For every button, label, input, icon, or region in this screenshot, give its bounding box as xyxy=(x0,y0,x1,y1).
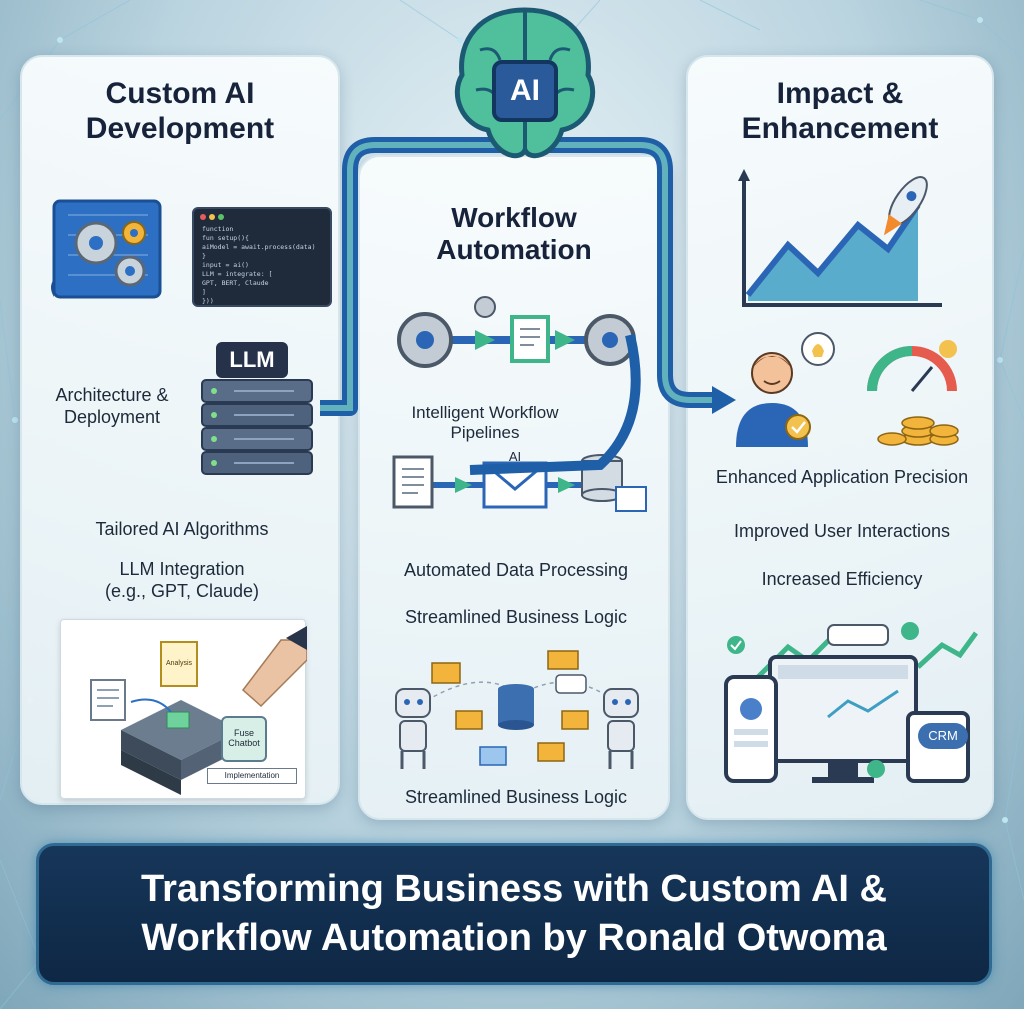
code-editor-icon: function fun setup(){ aiModel = await.pr… xyxy=(192,207,332,307)
code-line: function xyxy=(202,225,234,233)
impact-enhancement-panel: Impact & Enhancement Enhanced Appl xyxy=(686,55,994,820)
mid-panel-title: Workflow Automation xyxy=(436,202,592,266)
intelligent-pipelines-label: Intelligent Workflow Pipelines xyxy=(411,403,559,443)
llm-badge: LLM xyxy=(216,342,288,378)
code-line: ] xyxy=(202,288,206,296)
business-logic-bottom-label: Streamlined Business Logic xyxy=(404,787,628,807)
llm-integration-label: LLM Integration (e.g., GPT, Claude) xyxy=(104,559,260,601)
ai-brain-icon xyxy=(454,7,596,159)
code-line: input = ai() xyxy=(202,261,249,269)
left-panel-title: Custom AI Development xyxy=(85,77,275,145)
code-line: fun setup(){ xyxy=(202,234,249,242)
footer-title-line2: Workflow Automation by Ronald Otwoma xyxy=(141,917,887,959)
code-line: aiModel = await.process(data) xyxy=(202,243,316,251)
blueprint-gears-icon xyxy=(51,199,162,299)
robots-messaging-icon xyxy=(395,650,639,769)
dashboard-devices-icon xyxy=(724,622,978,783)
workflow-gears-icon xyxy=(397,296,636,368)
code-line: LLM = integrate: [ xyxy=(202,270,273,278)
window-dot-icon xyxy=(218,214,224,220)
envelope-ai-badge: AI xyxy=(508,449,522,464)
crm-badge: CRM xyxy=(918,723,968,749)
business-logic-label: Streamlined Business Logic xyxy=(404,607,628,627)
improved-interactions-label: Improved User Interactions xyxy=(733,521,951,541)
code-line: } xyxy=(202,252,206,260)
architecture-deployment-label: Architecture & Deployment xyxy=(55,385,169,427)
increased-efficiency-label: Increased Efficiency xyxy=(761,569,923,589)
tailored-algorithms-label: Tailored AI Algorithms xyxy=(95,519,269,539)
workflow-automation-panel: Workflow Automation Intelligent Workflow… xyxy=(358,155,670,820)
ai-brain-badge: AI xyxy=(510,74,540,107)
server-rack-icon xyxy=(201,379,313,475)
enhanced-precision-label: Enhanced Application Precision xyxy=(715,467,969,487)
custom-ai-development-panel: Custom AI Development function fun setup… xyxy=(20,55,340,805)
chatbot-card: Fuse Chatbot xyxy=(221,716,267,762)
llm-server-stack: LLM xyxy=(194,342,320,482)
analysis-tag: Analysis xyxy=(165,660,193,667)
footer-title-line1: Transforming Business with Custom AI & xyxy=(140,868,887,911)
implementation-tag: Implementation xyxy=(207,768,297,784)
right-panel-title: Impact & Enhancement xyxy=(741,77,939,145)
code-line: GPT, BERT, Claude xyxy=(202,279,269,287)
data-processing-label: Automated Data Processing xyxy=(403,560,629,580)
footer-banner: Transforming Business with Custom AI & W… xyxy=(36,843,992,985)
user-satisfaction-icons xyxy=(736,332,959,447)
code-line: })) xyxy=(202,297,214,305)
integration-illustration: Analysis Fuse Chatbot Implementation xyxy=(60,619,307,799)
window-dot-icon xyxy=(200,214,206,220)
growth-chart-rocket-icon xyxy=(738,169,942,307)
window-dot-icon xyxy=(209,214,215,220)
